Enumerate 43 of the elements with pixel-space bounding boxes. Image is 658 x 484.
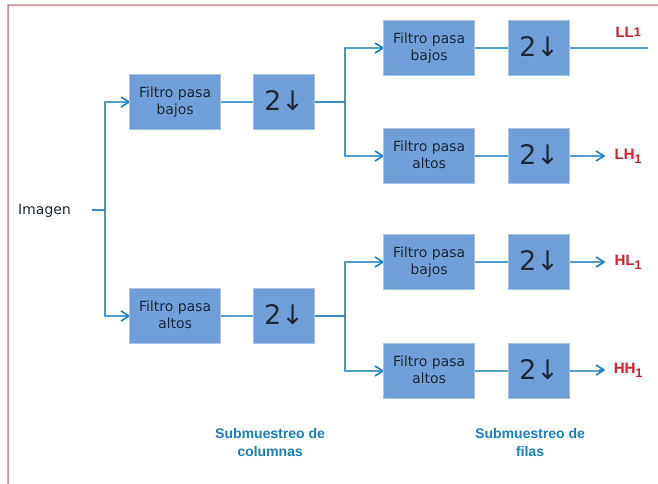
filter-label: Filtro pasa bajos [392,245,466,279]
filter-box [383,234,475,290]
downsample-box [508,128,570,184]
output-label: HL$_{1}$ [614,252,642,272]
filter-box [129,74,221,130]
downsample-label: 2↓ [519,246,559,278]
output-label: HH$_{1}$ [614,360,642,380]
connector-line [475,261,508,263]
filter-box [383,20,475,76]
arrow [570,364,605,376]
filter-box [129,288,221,344]
downsample-box [253,74,315,130]
input-label: Imagen [18,202,71,218]
arrow [570,256,605,268]
connector-line [221,315,253,317]
connector-line [570,47,648,49]
downsample-label: 2↓ [264,300,304,332]
downsample-box [253,288,315,344]
filter-label: Filtro pasa altos [392,354,466,388]
filter-box [383,343,475,399]
downsample-label: 2↓ [519,354,559,388]
downsample-box [508,20,570,76]
filter-label: Filtro pasa bajos [392,31,466,65]
output-label: LH$_{1}$ [614,146,642,166]
downsample-label: 2↓ [519,140,559,172]
downsample-label: 2↓ [519,32,559,64]
connector-line [221,101,253,103]
filter-label: Filtro pasa altos [138,299,212,333]
filter-label: Filtro pasa bajos [138,85,212,119]
filter-label: Filtro pasa altos [392,139,466,173]
connector-line [475,370,508,372]
connector-line [475,47,508,49]
downsample-box [508,343,570,399]
connector-line [475,155,508,157]
downsample-label: 2↓ [264,86,304,118]
caption-text: Submuestreo de filas [474,424,586,460]
arrow [570,150,605,162]
arrow [315,315,384,377]
filter-box [383,128,475,184]
caption-text: Submuestreo de columnas [214,424,326,460]
arrow [315,101,384,162]
downsample-box [508,234,570,290]
arrow [92,209,130,322]
